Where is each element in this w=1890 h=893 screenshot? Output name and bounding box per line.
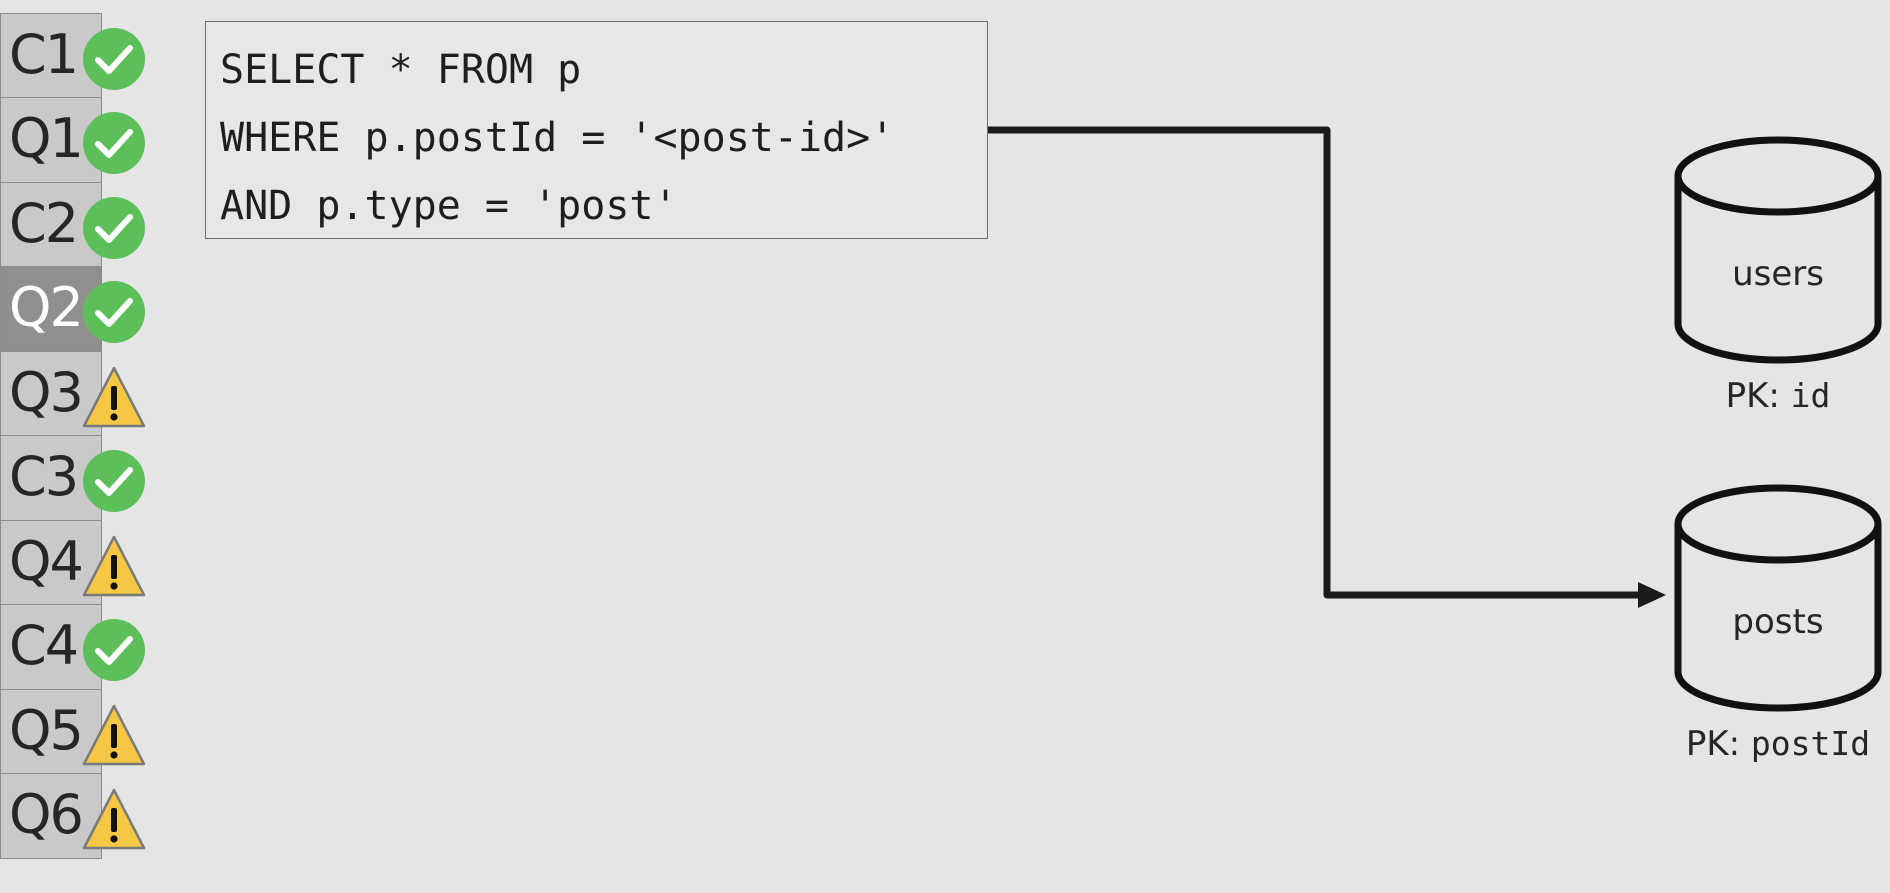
step-label: Q2: [9, 276, 84, 339]
step-label: Q3: [9, 360, 84, 424]
check-icon: [83, 619, 145, 681]
container-users[interactable]: users PK: id: [1672, 134, 1884, 416]
step-label: C2: [9, 191, 79, 255]
step-list: C1 Q1 C2 Q2: [0, 12, 146, 859]
step-c1[interactable]: C1: [0, 12, 145, 99]
pk-prefix: PK:: [1725, 376, 1791, 416]
pk-key: id: [1790, 376, 1831, 415]
step-q6[interactable]: Q6: [0, 773, 146, 859]
step-label: Q1: [9, 107, 84, 170]
query-line: AND p.type = 'post': [220, 183, 678, 229]
check-icon: [83, 281, 145, 343]
partition-key-label: PK: id: [1652, 376, 1890, 416]
pk-key: postId: [1750, 724, 1871, 763]
step-q2[interactable]: Q2: [0, 266, 145, 352]
step-label: Q4: [9, 529, 84, 593]
step-q3[interactable]: Q3: [0, 350, 146, 437]
container-posts[interactable]: posts PK: postId: [1672, 482, 1884, 764]
query-line: SELECT * FROM p: [220, 47, 582, 93]
step-c4[interactable]: C4: [0, 604, 145, 690]
warning-icon: [82, 704, 146, 765]
check-icon: [83, 112, 145, 174]
container-name: users: [1732, 254, 1824, 294]
step-label: Q5: [9, 698, 84, 762]
step-c2[interactable]: C2: [0, 181, 145, 268]
step-label: C3: [9, 445, 79, 508]
container-name: posts: [1732, 602, 1824, 642]
database-cylinder-icon: [1674, 484, 1882, 712]
query-box: SELECT * FROM p WHERE p.postId = '<post-…: [205, 21, 988, 239]
step-q4[interactable]: Q4: [0, 519, 146, 606]
warning-icon: [82, 366, 146, 427]
step-label: C4: [9, 614, 79, 677]
query-line: WHERE p.postId = '<post-id>': [220, 115, 895, 161]
step-q5[interactable]: Q5: [0, 688, 146, 775]
database-cylinder-icon: [1674, 136, 1882, 364]
step-label: Q6: [9, 783, 84, 846]
check-icon: [83, 196, 145, 259]
warning-icon: [82, 788, 146, 850]
check-icon: [83, 27, 145, 90]
warning-icon: [82, 535, 146, 596]
pk-prefix: PK:: [1685, 724, 1751, 764]
step-c3[interactable]: C3: [0, 435, 145, 521]
partition-key-label: PK: postId: [1652, 724, 1890, 764]
check-icon: [83, 450, 145, 512]
step-label: C1: [9, 22, 79, 86]
